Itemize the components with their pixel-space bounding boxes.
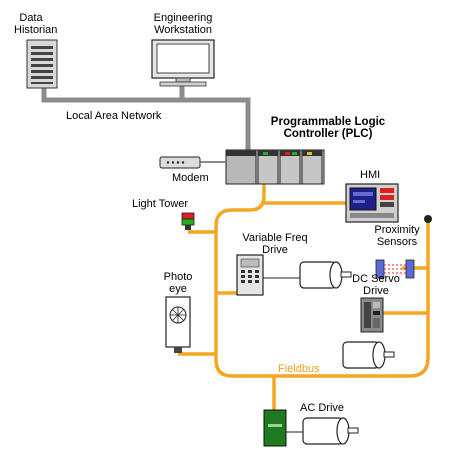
engineering-workstation-label: Engineering Workstation: [143, 12, 223, 36]
ac-drive-label: AC Drive: [300, 402, 345, 414]
lan-label: Local Area Network: [66, 110, 162, 122]
dc-servo-label-line2: Drive: [363, 285, 389, 297]
proximity-sensors-label: Proximity Sensors: [366, 224, 428, 248]
engineering-workstation-label-line1: Engineering: [153, 12, 213, 24]
dc-servo-drive-icon: [360, 297, 384, 333]
proximity-label-line1: Proximity: [374, 224, 420, 236]
fieldbus-label: Fieldbus: [278, 363, 320, 375]
light-tower-label: Light Tower: [132, 198, 189, 210]
modem-icon: [159, 156, 226, 169]
light-tower-icon: [181, 212, 195, 230]
proximity-label-line2: Sensors: [376, 236, 418, 248]
plc-label-line1: Programmable Logic: [270, 116, 386, 128]
vfd-label-line2: Drive: [262, 244, 288, 256]
data-historian-label: Data Historian: [14, 12, 58, 36]
photo-eye-label-line1: Photo: [163, 271, 193, 283]
plc-label-line2: Controller (PLC): [283, 128, 373, 140]
hmi-panel-icon: [345, 183, 399, 223]
dc-servo-label-line1: DC Servo: [352, 273, 400, 285]
plc-rack-icon: [225, 149, 325, 185]
proximity-sensors-icon: [375, 215, 432, 279]
plc-label: Programmable Logic Controller (PLC): [258, 116, 398, 140]
variable-freq-drive-icon: [236, 254, 264, 296]
data-historian-server-icon: [26, 39, 58, 89]
dc-servo-motor-icon: [342, 341, 395, 369]
vfd-label-line1: Variable Freq: [242, 232, 308, 244]
modem-label: Modem: [172, 172, 209, 184]
vfd-motor-icon: [263, 261, 352, 289]
data-historian-label-line2: Historian: [14, 24, 58, 36]
ac-drive-icon: [263, 409, 304, 447]
photo-eye-icon: [165, 296, 191, 353]
dc-servo-drive-label: DC Servo Drive: [348, 273, 404, 297]
engineering-workstation-icon: [151, 39, 215, 87]
engineering-workstation-label-line2: Workstation: [154, 24, 212, 36]
photo-eye-label-line2: eye: [169, 283, 187, 295]
data-historian-label-line1: Data: [19, 12, 43, 24]
ac-motor-icon: [302, 417, 359, 445]
hmi-label: HMI: [360, 169, 381, 181]
photo-eye-label: Photo eye: [160, 271, 196, 295]
variable-freq-drive-label: Variable Freq Drive: [240, 232, 310, 256]
